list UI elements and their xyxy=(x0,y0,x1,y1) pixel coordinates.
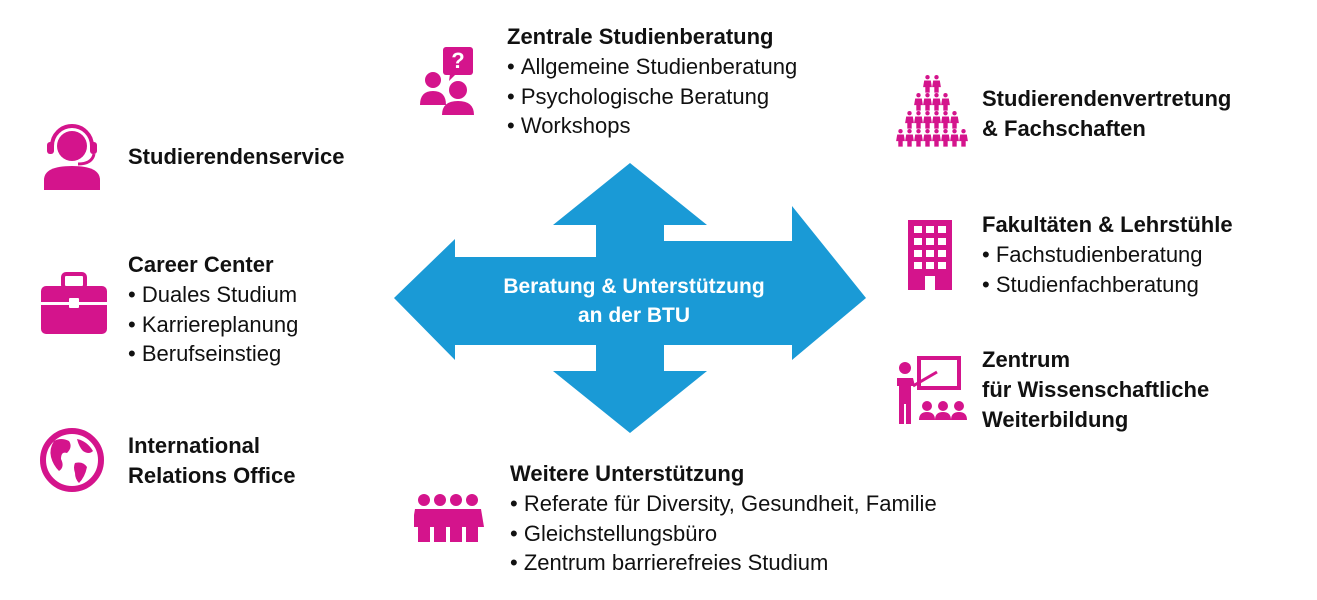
four-way-arrow-shape xyxy=(394,163,866,433)
weitere-unterstuetzung-item: Zentrum barrierefreies Studium xyxy=(510,548,937,578)
zentrale-studienberatung-title: Zentrale Studienberatung xyxy=(507,24,774,49)
node-international-relations-office: International Relations Office xyxy=(128,431,295,491)
four-way-arrow xyxy=(394,163,866,433)
node-weiterbildung: Zentrum für Wissenschaftliche Weiterbild… xyxy=(982,345,1209,435)
node-zentrale-studienberatung: Zentrale Studienberatung Allgemeine Stud… xyxy=(507,22,797,141)
fakultaeten-item: Studienfachberatung xyxy=(982,270,1233,300)
fakultaeten-title: Fakultäten & Lehrstühle xyxy=(982,212,1233,237)
fakultaeten-item: Fachstudienberatung xyxy=(982,240,1233,270)
node-studierendenvertretung: Studierendenvertretung & Fachschaften xyxy=(982,84,1231,144)
center-label-line2: an der BTU xyxy=(577,304,690,327)
center-label: Beratung & Unterstützung an der BTU xyxy=(438,272,830,330)
weiterbildung-title: Zentrum xyxy=(982,347,1070,372)
node-fakultaeten: Fakultäten & Lehrstühle Fachstudienberat… xyxy=(982,210,1233,299)
people-group-icon xyxy=(414,494,484,542)
center-label-line1: Beratung & Unterstützung xyxy=(503,275,765,298)
headset-agent-icon xyxy=(44,124,100,190)
building-icon xyxy=(908,220,952,290)
weitere-unterstuetzung-item: Referate für Diversity, Gesundheit, Fami… xyxy=(510,489,937,519)
zentrale-studienberatung-item: Allgemeine Studienberatung xyxy=(507,52,797,82)
international-relations-office-title: Relations Office xyxy=(128,463,296,488)
svg-text:?: ? xyxy=(451,48,464,73)
node-studierendenservice: Studierendenservice xyxy=(128,142,344,172)
globe-icon xyxy=(40,428,104,492)
career-center-item: Berufseinstieg xyxy=(128,339,298,369)
studierendenvertretung-title: & Fachschaften xyxy=(982,116,1146,141)
node-weitere-unterstuetzung: Weitere Unterstützung Referate für Diver… xyxy=(510,459,937,578)
career-center-title: Career Center xyxy=(128,252,274,277)
weitere-unterstuetzung-title: Weitere Unterstützung xyxy=(510,461,745,486)
people-pyramid-icon xyxy=(896,75,968,147)
node-career-center: Career Center Duales Studium Karrierepla… xyxy=(128,250,298,369)
studierendenvertretung-title: Studierendenvertretung xyxy=(982,86,1232,111)
weiterbildung-title: für Wissenschaftliche xyxy=(982,377,1210,402)
career-center-item: Karriereplanung xyxy=(128,310,299,340)
international-relations-office-title: International xyxy=(128,433,261,458)
zentrale-studienberatung-item: Psychologische Beratung xyxy=(507,82,797,112)
weitere-unterstuetzung-item: Gleichstellungsbüro xyxy=(510,519,937,549)
teacher-board-icon xyxy=(897,356,967,424)
career-center-item: Duales Studium xyxy=(128,280,298,310)
zentrale-studienberatung-item: Workshops xyxy=(507,111,797,141)
consultation-question-icon: ? xyxy=(420,47,474,115)
briefcase-icon xyxy=(41,272,107,334)
studierendenservice-title: Studierendenservice xyxy=(128,144,345,169)
weiterbildung-title: Weiterbildung xyxy=(982,407,1129,432)
